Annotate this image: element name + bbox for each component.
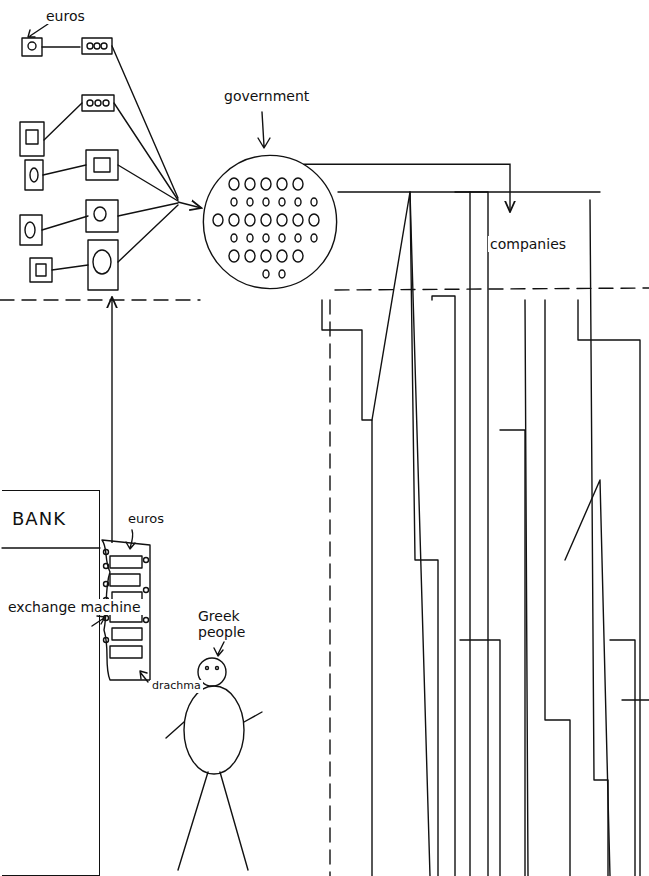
crowd-dot (279, 198, 285, 206)
bank-sign-line (2, 547, 100, 548)
crowd-dot (311, 198, 317, 206)
connector-arrow (178, 202, 201, 208)
crowd-dot (295, 234, 301, 242)
figure-label: Greek people (196, 608, 280, 640)
node-text: exchange machine (6, 599, 143, 615)
crowd-dot (245, 250, 255, 262)
crowd-dot (247, 198, 253, 206)
crowd-dot (229, 214, 239, 226)
leader-arrow (28, 24, 48, 37)
bank-building: BANK (2, 490, 100, 876)
connector-arrow (111, 297, 112, 543)
crowd-dot (229, 178, 239, 190)
crowd-dot (263, 234, 269, 242)
crowd-dot (245, 214, 255, 226)
crowd-dot (263, 270, 269, 278)
circle-outline (202, 154, 338, 290)
leader-arrow (258, 112, 270, 148)
crowd-dot (247, 234, 253, 242)
crowd-dot (261, 178, 271, 190)
divider-line (329, 300, 330, 876)
divider-line (0, 299, 200, 300)
crowd-dot (277, 250, 287, 262)
exchange-machine: exchange machine (102, 545, 150, 680)
government-circle: government (202, 154, 338, 290)
crowd-dot (293, 214, 303, 226)
crowd-dot (293, 250, 303, 262)
crowd-dot (293, 178, 303, 190)
node-text: companies (488, 236, 568, 252)
crowd-dot (295, 198, 301, 206)
crowd-dot (261, 214, 271, 226)
crowd-dot (309, 214, 319, 226)
callout-label: euros (126, 512, 166, 527)
crowd-dot (311, 234, 317, 242)
divider-line (335, 288, 649, 290)
crowd-dot (213, 214, 223, 226)
node-text: government (222, 88, 311, 104)
crowd-dot (279, 234, 285, 242)
stick-figure (166, 642, 262, 870)
crowd-dot (231, 198, 237, 206)
euro-group: euros (14, 8, 126, 295)
circle-outline (203, 155, 336, 288)
crowd-dot (263, 198, 269, 206)
node-text: BANK (10, 509, 68, 530)
crowd-dot (279, 270, 285, 278)
skyscrapers (322, 192, 649, 876)
crowd-dot (277, 214, 287, 226)
node-text: euros (44, 8, 87, 24)
crowd-dot (229, 250, 239, 262)
crowd-dot (261, 250, 271, 262)
callout-label: drachma (150, 680, 203, 693)
crowd-dot (231, 234, 237, 242)
crowd-dots (213, 178, 319, 278)
companies-area: companies (470, 214, 600, 288)
crowd-dot (245, 178, 255, 190)
crowd-dot (277, 178, 287, 190)
euro-notes (20, 38, 178, 290)
